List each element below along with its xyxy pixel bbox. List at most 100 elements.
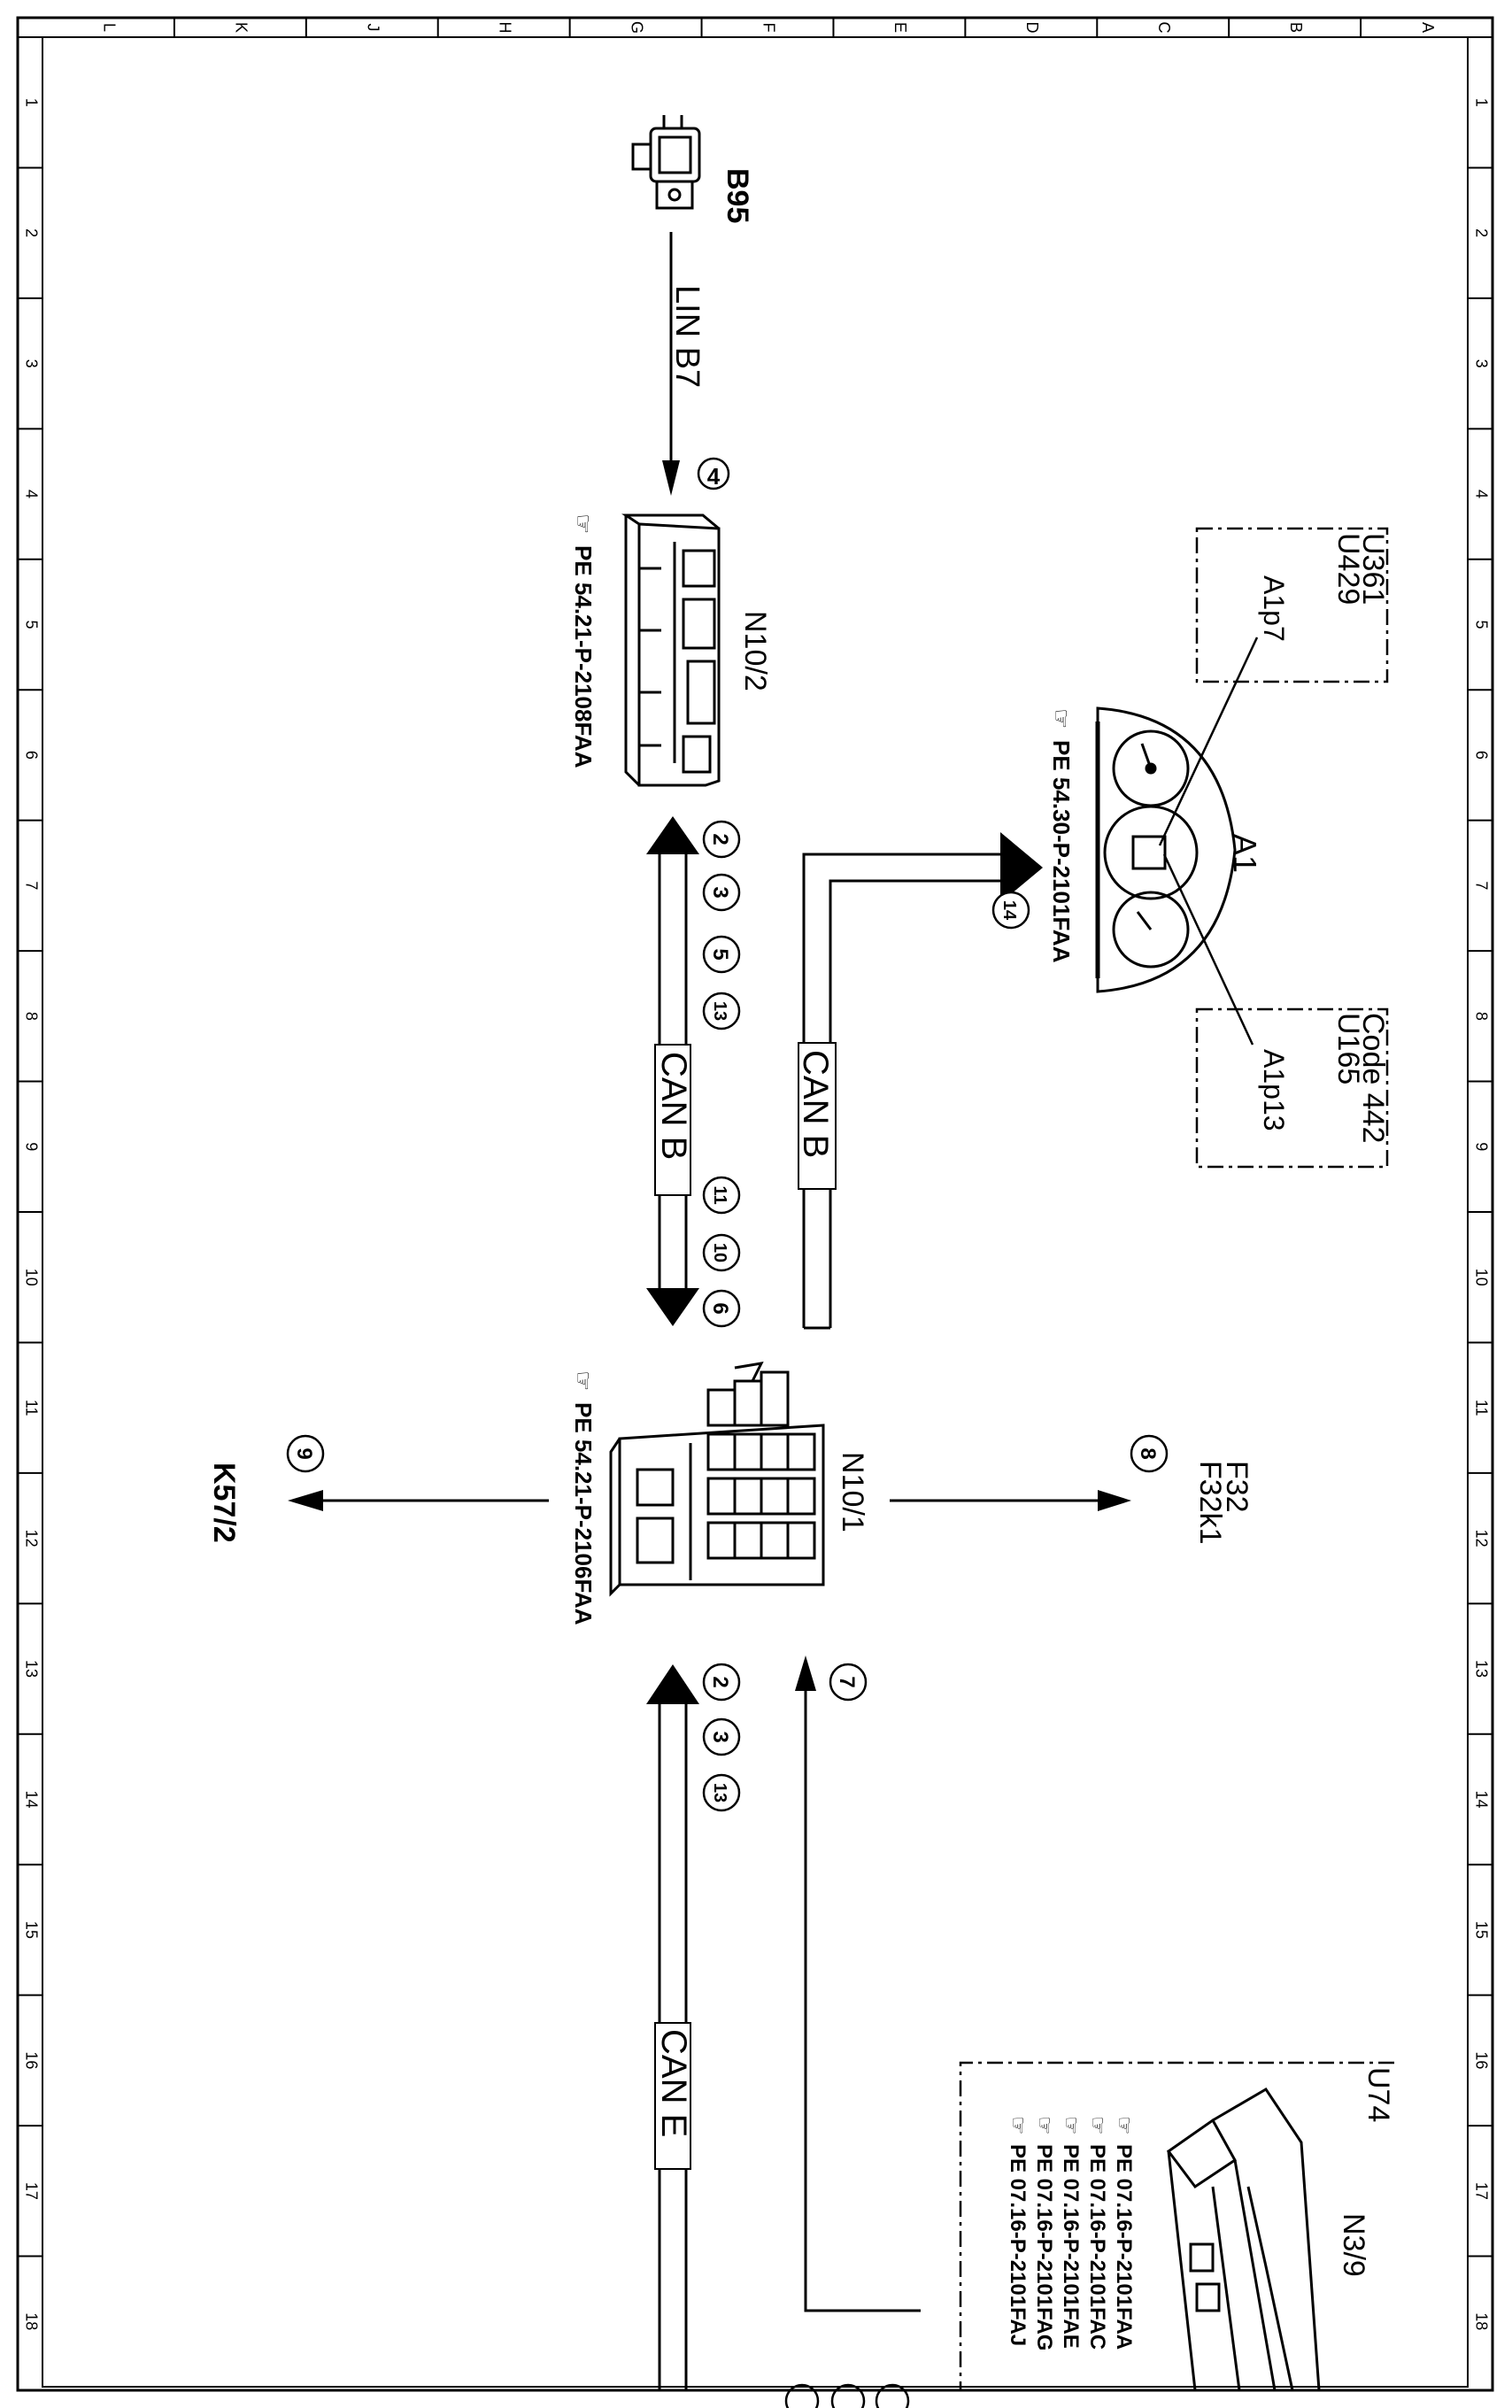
svg-text:9: 9 bbox=[292, 1447, 316, 1459]
f32k1-label: F32k1 bbox=[1193, 1461, 1227, 1545]
svg-text:U74: U74 bbox=[1362, 2067, 1395, 2122]
svg-text:6: 6 bbox=[708, 1302, 732, 1314]
row-label: 7 bbox=[1472, 881, 1490, 890]
column-label: L bbox=[101, 23, 119, 32]
n3-9-ecu-icon bbox=[1166, 2087, 1321, 2391]
row-label: 17 bbox=[22, 2182, 40, 2200]
marker-4: 4 bbox=[697, 457, 730, 490]
n3-9-signal-line bbox=[795, 1656, 921, 2312]
svg-text:PE 54.21-P-2108FAA: PE 54.21-P-2108FAA bbox=[570, 545, 597, 768]
svg-text:U361: U361 bbox=[1356, 533, 1390, 605]
column-grid bbox=[173, 18, 1362, 37]
row-label: 11 bbox=[1472, 1400, 1490, 1416]
column-label: A bbox=[1419, 22, 1437, 33]
svg-text:5: 5 bbox=[708, 948, 732, 960]
row-label: 7 bbox=[22, 881, 40, 890]
row-label: 16 bbox=[1472, 2051, 1490, 2069]
svg-text:PE 07.16-P-2101FAJ: PE 07.16-P-2101FAJ bbox=[1006, 2144, 1030, 2346]
a1-ref: ☞ PE 54.30-P-2101FAA bbox=[1048, 708, 1075, 963]
row-label: 2 bbox=[1472, 228, 1490, 237]
row-label: 12 bbox=[1472, 1530, 1490, 1547]
svg-text:PE 54.30-P-2101FAA: PE 54.30-P-2101FAA bbox=[1048, 740, 1075, 963]
partial-markers-bottom bbox=[784, 2383, 910, 2408]
marker-9: 9 bbox=[286, 1434, 325, 1473]
can-b-a1-label-box bbox=[798, 1042, 837, 1190]
svg-text:PE 07.16-P-2101FAC: PE 07.16-P-2101FAC bbox=[1085, 2144, 1109, 2350]
svg-text:8: 8 bbox=[1136, 1447, 1160, 1459]
column-label: D bbox=[1023, 22, 1041, 34]
row-label: 13 bbox=[1472, 1660, 1490, 1678]
row-label: 1 bbox=[22, 98, 40, 107]
svg-text:PE 07.16-P-2101FAA: PE 07.16-P-2101FAA bbox=[1112, 2144, 1136, 2350]
row-label: 17 bbox=[1472, 2182, 1490, 2200]
svg-text:7: 7 bbox=[835, 1676, 859, 1687]
n10-2-ref: ☞ PE 54.21-P-2108FAA bbox=[570, 513, 597, 768]
svg-text:13: 13 bbox=[710, 1783, 729, 1802]
can-b-bus-main bbox=[646, 816, 699, 1326]
row-label: 6 bbox=[1472, 751, 1490, 760]
column-label: J bbox=[365, 24, 382, 32]
can-b-label-main: CAN B bbox=[654, 1052, 693, 1160]
row-label: 4 bbox=[22, 490, 40, 498]
row-label: 11 bbox=[22, 1400, 40, 1416]
row-label: 15 bbox=[22, 1921, 40, 1939]
n3-9-dashed-box: U74 bbox=[959, 2061, 1395, 2390]
row-label: 14 bbox=[22, 1790, 40, 1808]
svg-text:PE 54.21-P-2106FAA: PE 54.21-P-2106FAA bbox=[570, 1402, 597, 1625]
n10-2-module-icon bbox=[621, 513, 721, 787]
svg-text:☞: ☞ bbox=[1006, 2116, 1030, 2135]
row-label: 5 bbox=[22, 620, 40, 629]
svg-text:13: 13 bbox=[710, 1001, 729, 1021]
svg-text:3: 3 bbox=[708, 886, 732, 898]
row-label: 3 bbox=[1472, 359, 1490, 368]
can-e-label: CAN E bbox=[654, 2029, 693, 2137]
can-e-bus bbox=[646, 1664, 699, 2390]
svg-text:10: 10 bbox=[710, 1243, 729, 1262]
svg-text:2: 2 bbox=[708, 1676, 732, 1687]
row-label: 12 bbox=[22, 1530, 40, 1547]
drawing-frame bbox=[16, 16, 1494, 2392]
svg-text:11: 11 bbox=[710, 1185, 729, 1204]
f32-label: F32 bbox=[1220, 1461, 1254, 1513]
row-label: 8 bbox=[22, 1012, 40, 1021]
row-label: 8 bbox=[1472, 1012, 1490, 1021]
a1-instrument-cluster-icon bbox=[1095, 706, 1237, 993]
svg-text:☞: ☞ bbox=[1112, 2116, 1136, 2135]
b95-label: B95 bbox=[721, 168, 754, 223]
row-label: 4 bbox=[1472, 490, 1490, 498]
row-label: 1 bbox=[1472, 98, 1490, 107]
svg-text:U429: U429 bbox=[1331, 533, 1365, 605]
code-box-upper: U361 U429 bbox=[1195, 527, 1390, 683]
lin-bus-label: LIN B7 bbox=[668, 285, 706, 388]
column-label: C bbox=[1155, 22, 1173, 34]
n10-1-module-icon bbox=[609, 1362, 825, 1597]
svg-text:14: 14 bbox=[999, 900, 1019, 921]
svg-text:☞: ☞ bbox=[570, 1370, 597, 1391]
row-label: 5 bbox=[1472, 620, 1490, 629]
row-label: 3 bbox=[22, 359, 40, 368]
markers-can-b-upper: 2 3 5 13 11 10 6 bbox=[702, 820, 741, 1328]
svg-text:2: 2 bbox=[708, 833, 732, 845]
column-label: K bbox=[233, 22, 251, 33]
n10-1-ref: ☞ PE 54.21-P-2106FAA bbox=[570, 1370, 597, 1625]
svg-text:Code 442: Code 442 bbox=[1356, 1013, 1390, 1143]
markers-can-e: 2 3 13 bbox=[702, 1663, 741, 1812]
row-label: 10 bbox=[22, 1269, 40, 1286]
k57-2-label: K57/2 bbox=[207, 1463, 241, 1543]
row-label: 18 bbox=[22, 2312, 40, 2330]
a1p7-label: A1p7 bbox=[1258, 575, 1290, 642]
a1p13-label: A1p13 bbox=[1258, 1049, 1290, 1131]
row-label: 14 bbox=[1472, 1790, 1490, 1808]
svg-text:☞: ☞ bbox=[1048, 708, 1075, 729]
a1-label: A1 bbox=[1227, 834, 1263, 873]
b95-sensor-icon bbox=[631, 115, 701, 210]
row-label: 18 bbox=[1472, 2312, 1490, 2330]
svg-text:☞: ☞ bbox=[1085, 2116, 1109, 2135]
a1-leader-lines bbox=[1158, 637, 1259, 1046]
can-b-a1-arrowhead bbox=[1000, 832, 1043, 903]
row-label: 6 bbox=[22, 751, 40, 760]
svg-text:☞: ☞ bbox=[570, 513, 597, 534]
svg-text:PE 07.16-P-2101FAG: PE 07.16-P-2101FAG bbox=[1032, 2144, 1056, 2350]
